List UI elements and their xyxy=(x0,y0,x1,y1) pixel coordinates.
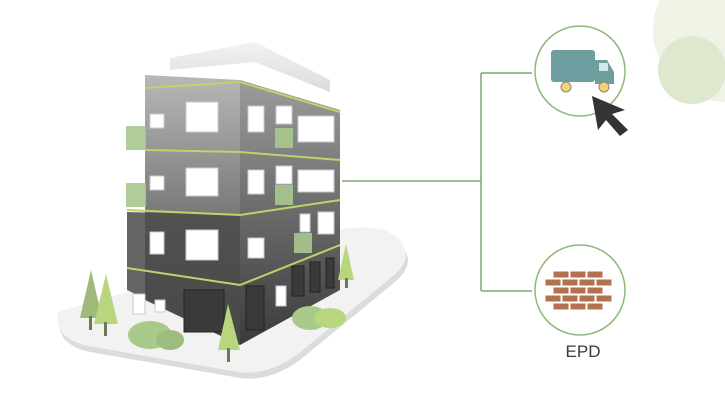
connector-lines xyxy=(342,72,532,292)
decorative-bubbles xyxy=(653,0,725,104)
truck-icon xyxy=(551,50,614,93)
mouse-pointer-icon xyxy=(592,96,628,136)
building-illustration xyxy=(126,42,341,345)
trees-and-bushes xyxy=(80,244,354,362)
epd-label: EPD xyxy=(565,342,601,361)
transport-node xyxy=(534,25,628,136)
epd-node xyxy=(534,244,626,336)
brick-wall-icon xyxy=(544,270,613,311)
